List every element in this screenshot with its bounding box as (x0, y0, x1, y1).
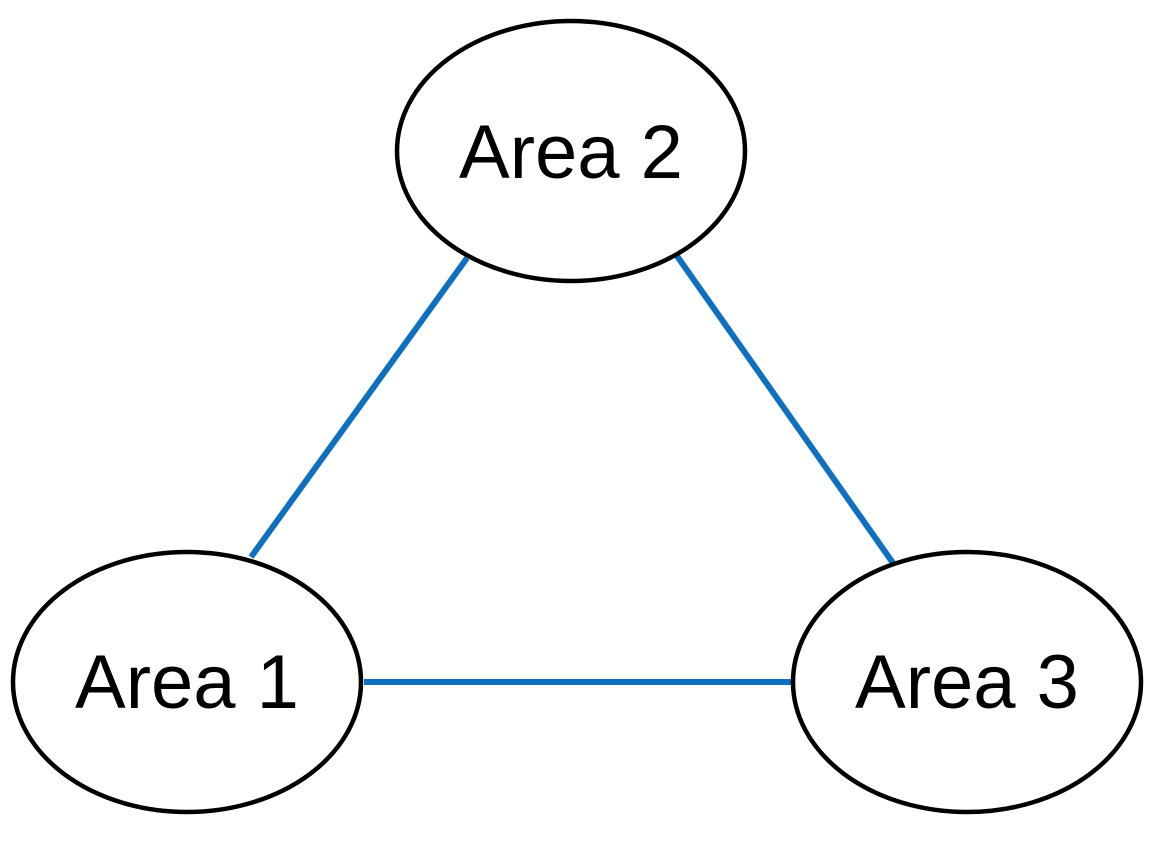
node-area-1-ellipse (10, 549, 364, 815)
edge-area-1-area-2 (248, 256, 470, 559)
edges (248, 254, 896, 685)
node-area-3-ellipse (790, 549, 1144, 815)
node-area-3-label: Area 3 (855, 640, 1079, 725)
edge-area-2-area-3 (674, 254, 896, 565)
node-area-3: Area 3 (790, 549, 1144, 815)
node-area-1-label: Area 1 (75, 640, 299, 725)
node-area-2-label: Area 2 (459, 110, 683, 195)
node-area-1: Area 1 (10, 549, 364, 815)
node-area-2-ellipse (394, 18, 748, 284)
node-area-2: Area 2 (394, 18, 748, 284)
